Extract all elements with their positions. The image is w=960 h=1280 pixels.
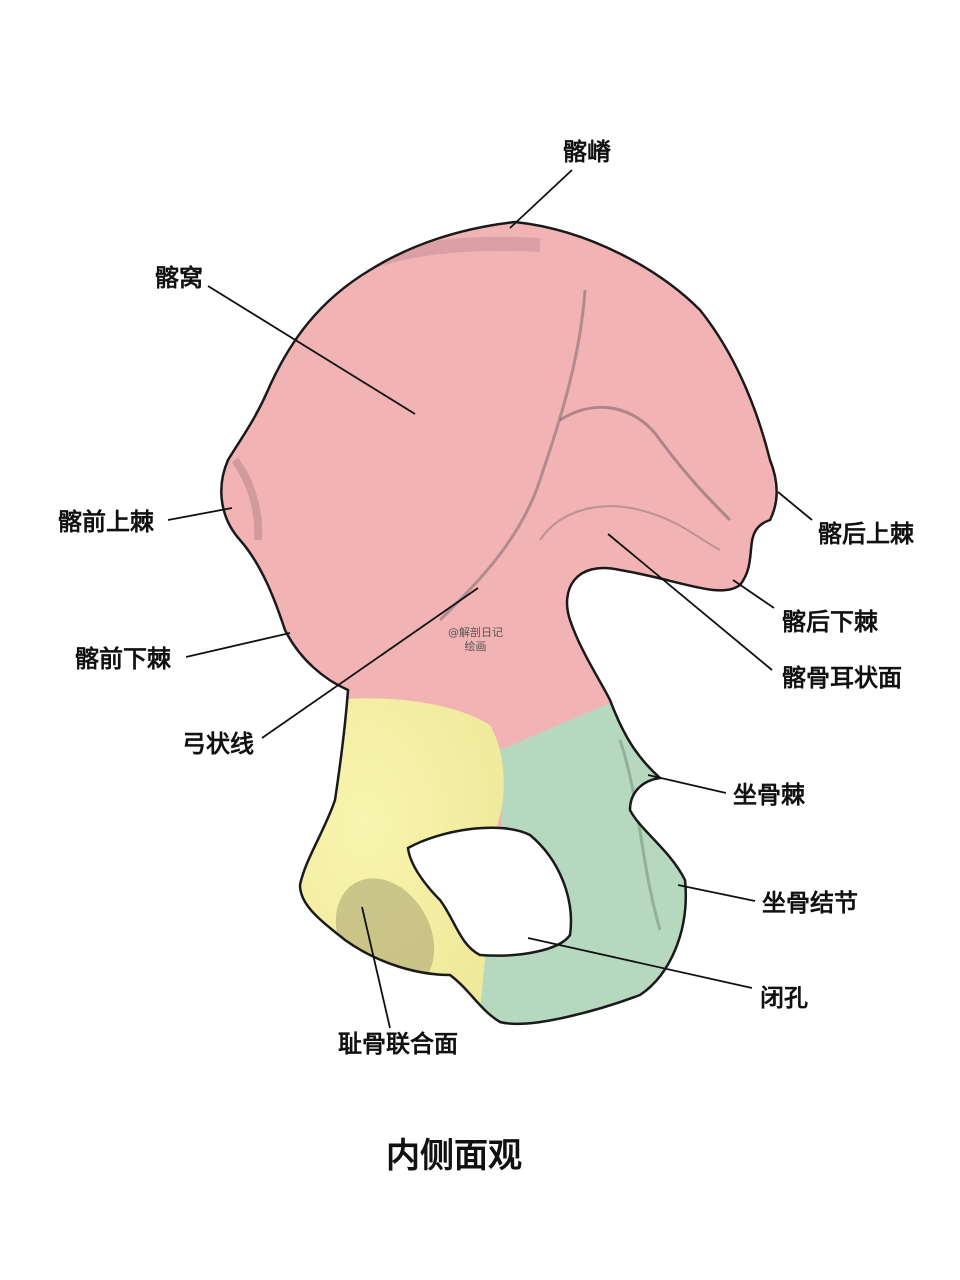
label-iliac-crest: 髂嵴: [563, 138, 611, 166]
label-pubic-symphysis-surface: 耻骨联合面: [338, 1030, 458, 1058]
label-obturator-foramen: 闭孔: [760, 984, 808, 1012]
label-ischial-spine: 坐骨棘: [733, 781, 805, 809]
label-arcuate-line: 弓状线: [182, 730, 254, 758]
label-iliac-fossa: 髂窝: [155, 264, 203, 292]
label-psis: 髂后上棘: [818, 520, 914, 548]
view-title: 内侧面观: [386, 1136, 522, 1176]
bone-outline: [220, 220, 778, 1026]
obturator-foramen-shape: [406, 826, 573, 957]
label-auricular-surface: 髂骨耳状面: [782, 664, 902, 692]
label-piis: 髂后下棘: [782, 608, 878, 636]
leader-lines: [167, 169, 813, 1029]
label-ischial-tuberosity: 坐骨结节: [762, 889, 858, 917]
watermark-line1: @解剖日记: [448, 626, 503, 639]
label-asis: 髂前上棘: [58, 508, 154, 536]
watermark-line2: 绘画: [464, 639, 487, 653]
label-aiis: 髂前下棘: [75, 645, 171, 673]
watermark: @解剖日记 绘画: [448, 626, 503, 654]
